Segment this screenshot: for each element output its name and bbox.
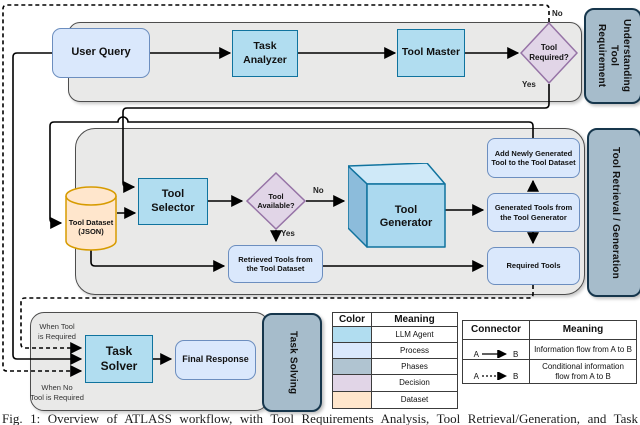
dashed-connector-meaning: Conditional information flow from A to B	[529, 359, 637, 385]
understanding-phase-label: Understanding Tool Requirement	[584, 8, 640, 104]
solid-connector-meaning: Information flow from A to B	[529, 338, 637, 361]
llm-agent-swatch	[332, 326, 372, 343]
tool-dataset-label: Tool Dataset (JSON)	[68, 218, 114, 236]
tool-generator-label: Tool Generator	[379, 203, 433, 229]
final-response-node: Final Response	[175, 340, 256, 380]
color-legend-header-color: Color	[332, 312, 372, 327]
add-newly-generated-node: Add Newly Generated Tool to the Tool Dat…	[487, 138, 580, 178]
edge-label-yes-mid: Yes	[281, 229, 295, 238]
connector-endpoint-a: A	[473, 349, 479, 359]
tool-required-decision-diamond-icon	[520, 22, 578, 84]
tool-required-decision-label: Tool Required?	[529, 43, 569, 62]
edge-label-no-top: No	[552, 9, 563, 18]
tool-available-decision-diamond-icon	[246, 172, 306, 230]
connector-legend-header-connector: Connector	[462, 320, 530, 340]
legend-row-label: Process	[371, 342, 458, 359]
legend-row-label: LLM Agent	[371, 326, 458, 343]
connector-endpoint-b: B	[513, 371, 519, 381]
figure-caption: Fig. 1: Overview of ATLASS workflow, wit…	[2, 411, 638, 425]
tool-dataset-cylinder-icon	[65, 186, 117, 251]
when-tool-required-label: When Tool is Required	[38, 322, 76, 341]
tool-retrieval-phase-label: Tool Retrieval / Generation	[587, 128, 640, 297]
phases-swatch	[332, 358, 372, 375]
legend-row-label: Decision	[371, 374, 458, 392]
required-tools-node: Required Tools	[487, 247, 580, 285]
user-query-node: User Query	[52, 28, 150, 78]
tool-selector-node: Tool Selector	[138, 178, 208, 225]
decision-swatch	[332, 374, 372, 392]
connector-endpoint-a: A	[473, 371, 479, 381]
solid-connector-sample: A B	[462, 338, 530, 361]
connector-legend: Connector Meaning A B Information flow f…	[462, 320, 637, 385]
legend-row-label: Phases	[371, 358, 458, 375]
dashed-arrow-icon	[482, 372, 507, 381]
process-swatch	[332, 342, 372, 359]
task-solver-node: Task Solver	[85, 335, 153, 383]
tool-generator-cube-icon	[348, 163, 446, 248]
solid-arrow-icon	[482, 350, 507, 359]
task-solving-phase-label: Task Solving	[262, 313, 322, 412]
edge-label-yes-top: Yes	[522, 80, 536, 89]
dashed-connector-sample: A B	[462, 359, 530, 385]
connector-legend-header-meaning: Meaning	[529, 320, 637, 340]
generated-tools-node: Generated Tools from the Tool Generator	[487, 193, 580, 232]
tool-master-node: Tool Master	[397, 29, 465, 77]
when-no-tool-required-label: When No Tool is Required	[30, 383, 84, 402]
dataset-swatch	[332, 391, 372, 409]
tool-available-decision-label: Tool Available?	[257, 192, 295, 210]
color-legend-header-meaning: Meaning	[371, 312, 458, 327]
edge-label-no-mid: No	[313, 186, 324, 195]
connector-endpoint-b: B	[513, 349, 519, 359]
legend-row-label: Dataset	[371, 391, 458, 409]
retrieved-tools-node: Retrieved Tools from the Tool Dataset	[228, 245, 323, 283]
task-analyzer-node: Task Analyzer	[232, 30, 298, 77]
color-legend: Color Meaning LLM Agent Process Phases D…	[332, 312, 458, 409]
